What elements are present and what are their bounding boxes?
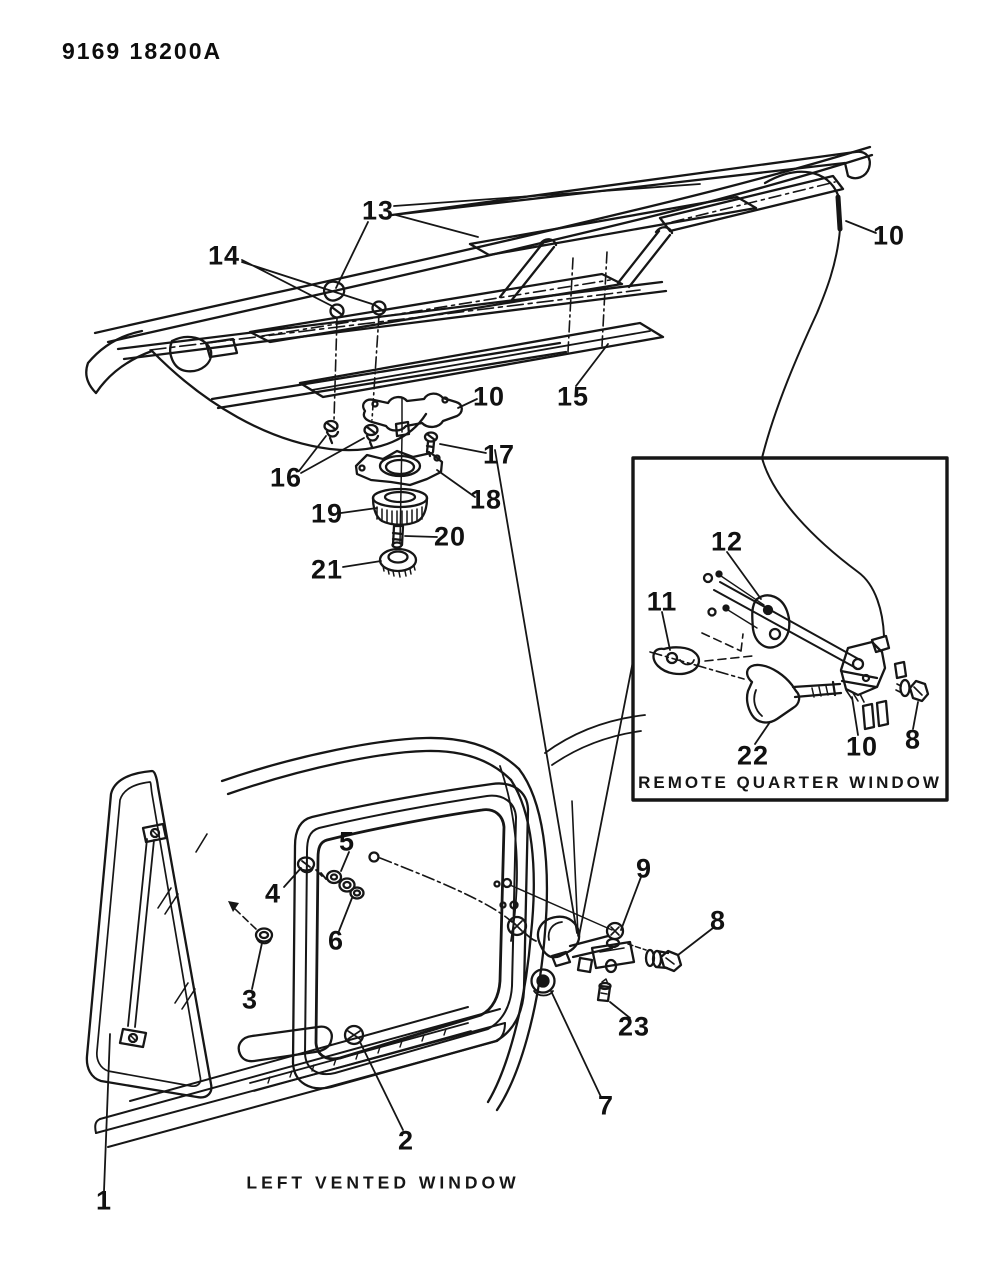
- callout-6: 6: [327, 925, 345, 956]
- callout-4: 4: [264, 878, 282, 909]
- callout-16: 16: [269, 462, 303, 493]
- locator-lines: [494, 449, 634, 937]
- callout-5: 5: [338, 826, 356, 857]
- callout-11: 11: [646, 586, 678, 617]
- callout-23: 23: [617, 1011, 651, 1042]
- callout-19: 19: [310, 498, 344, 529]
- callout-18: 18: [469, 484, 503, 515]
- roof-cable: [761, 228, 841, 459]
- callout-8-inset: 8: [904, 724, 922, 755]
- callout-1: 1: [95, 1185, 113, 1216]
- callout-21: 21: [310, 554, 344, 585]
- roof-rack-drawing: [85, 145, 874, 452]
- callout-15: 15: [556, 381, 590, 412]
- callout-10-roof: 10: [872, 220, 906, 251]
- inset-caption: REMOTE QUARTER WINDOW: [638, 773, 942, 792]
- window-assembly-drawing: [85, 714, 646, 1148]
- callout-20: 20: [433, 521, 467, 552]
- callout-13: 13: [361, 195, 395, 226]
- callout-3: 3: [241, 984, 259, 1015]
- callout-14: 14: [207, 240, 241, 271]
- callout-2: 2: [397, 1125, 415, 1156]
- leader-lines: [103, 183, 919, 1192]
- crank-exploded-stack: [323, 392, 463, 578]
- inset-box: [631, 456, 949, 802]
- callout-9: 9: [635, 853, 653, 884]
- callout-10-crank: 10: [472, 381, 506, 412]
- callout-22: 22: [736, 740, 770, 771]
- remote-mechanism-drawing: [649, 457, 930, 731]
- callout-17: 17: [482, 439, 516, 470]
- callout-7: 7: [597, 1090, 615, 1121]
- drawing-code: 9169 18200A: [62, 38, 223, 64]
- callout-10-inset: 10: [845, 731, 879, 762]
- callout-8-latch: 8: [709, 905, 727, 936]
- main-caption: LEFT VENTED WINDOW: [246, 1172, 520, 1193]
- callout-12: 12: [710, 526, 744, 557]
- latch-hardware-drawing: [493, 877, 683, 1003]
